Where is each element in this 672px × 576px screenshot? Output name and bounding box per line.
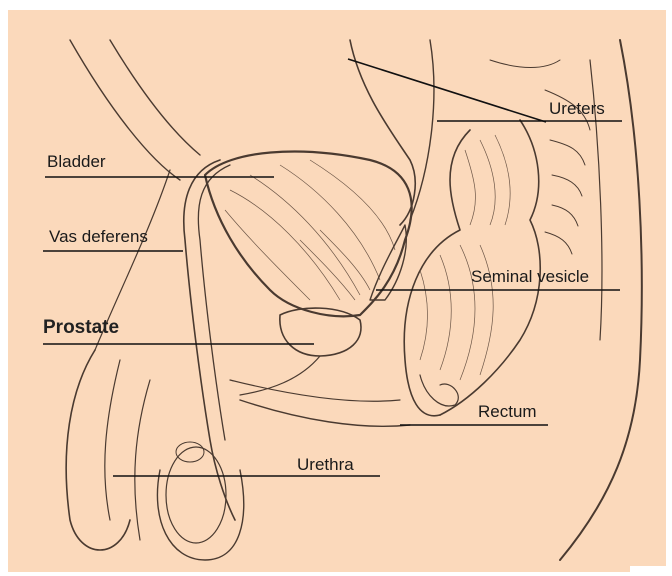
- label-ureters: Ureters: [549, 100, 605, 117]
- diagram-background: [8, 10, 666, 572]
- label-rectum: Rectum: [478, 403, 537, 420]
- label-vas-deferens: Vas deferens: [49, 228, 148, 245]
- label-seminal-vesicle: Seminal vesicle: [471, 268, 589, 285]
- label-prostate: Prostate: [43, 318, 119, 337]
- label-bladder: Bladder: [47, 153, 106, 170]
- label-urethra: Urethra: [297, 456, 354, 473]
